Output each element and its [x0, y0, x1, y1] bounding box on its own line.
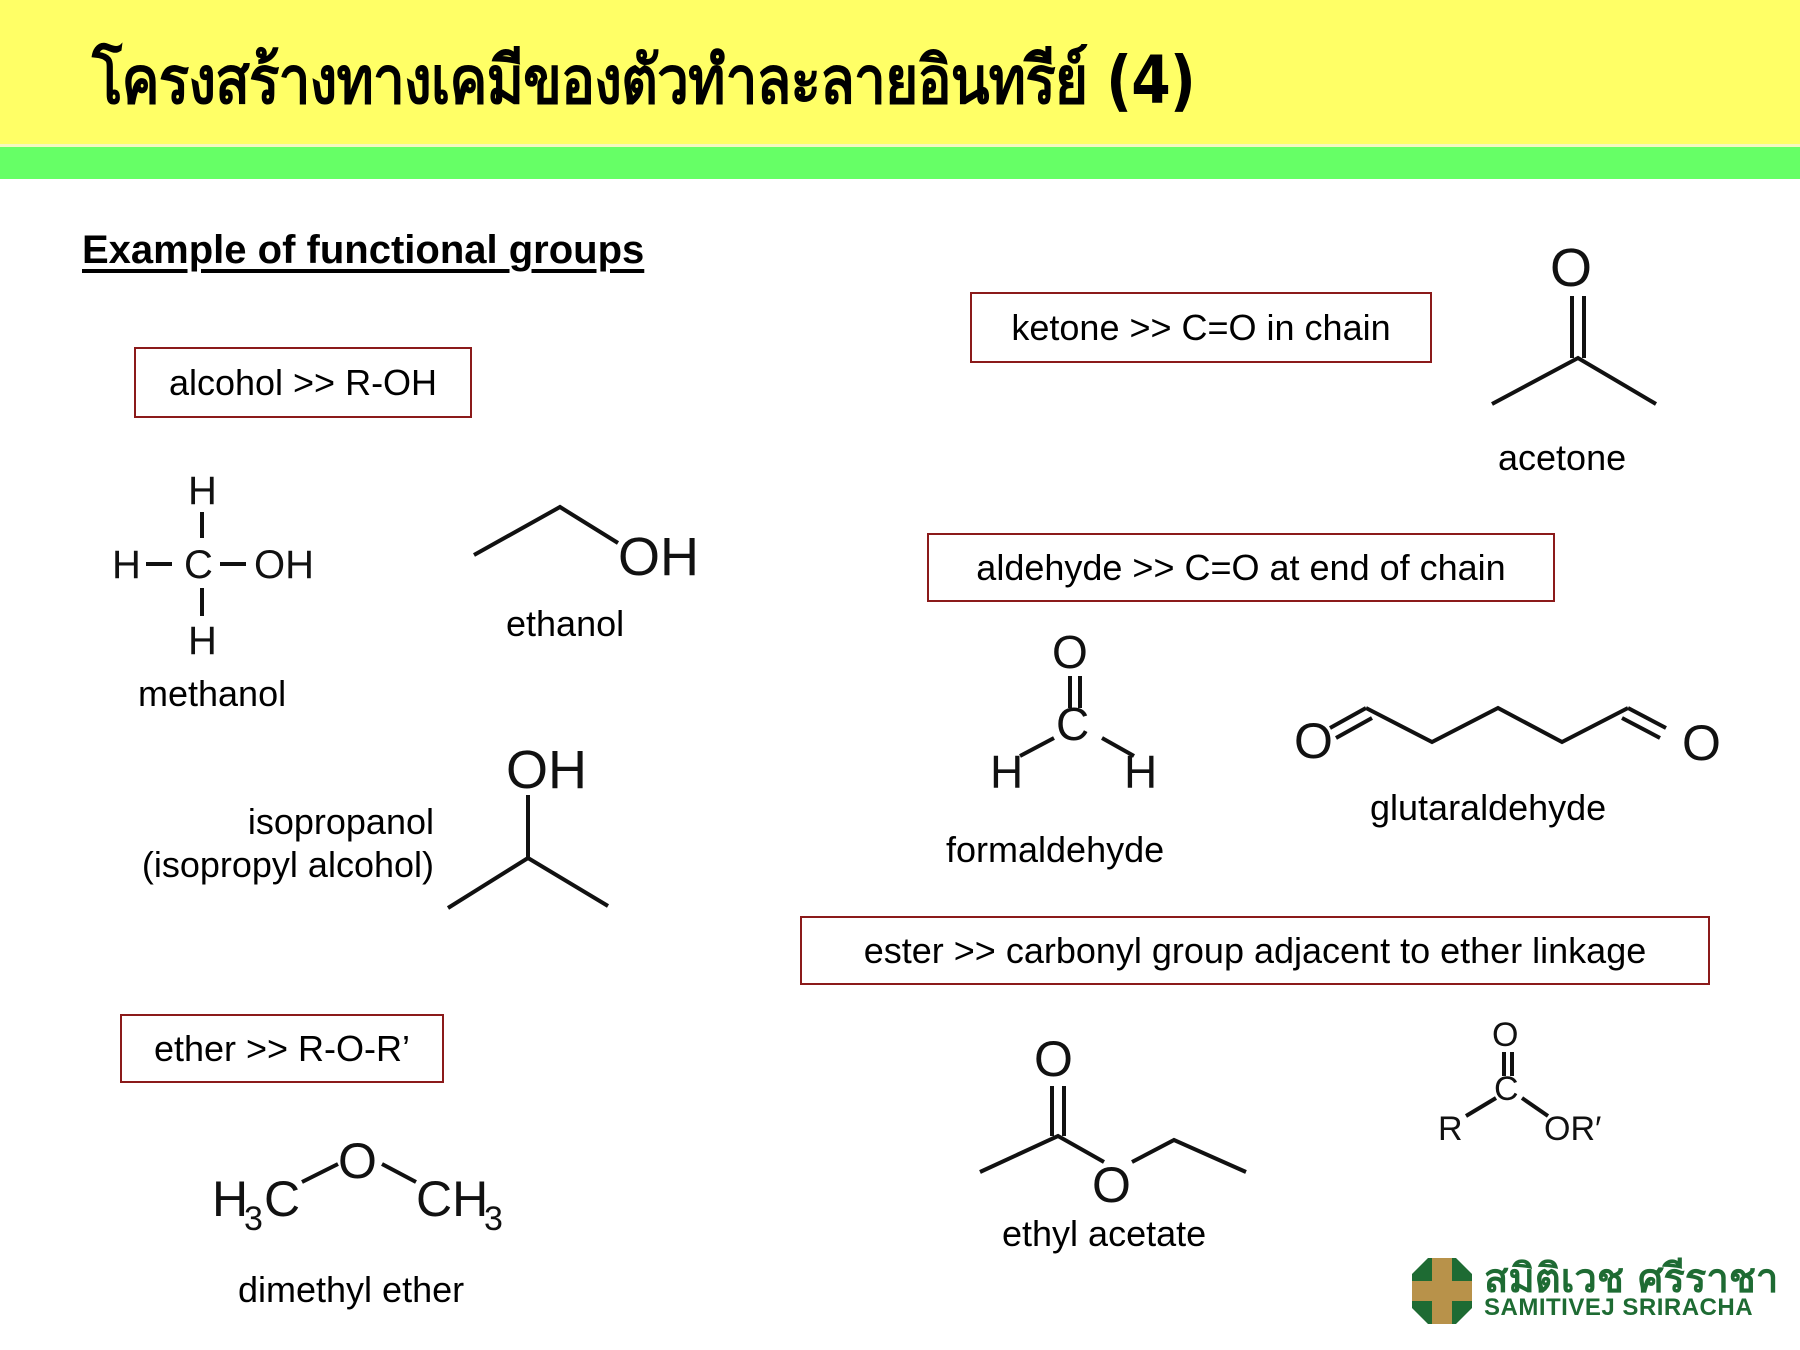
- isopropanol-name: isopropanol: [247, 801, 434, 842]
- atom-oh: OH: [254, 543, 314, 587]
- atom-o: O: [1492, 1016, 1518, 1054]
- ether-definition: ether >> R-O-R’: [153, 1027, 411, 1069]
- atom-h: H: [188, 469, 217, 513]
- logo-thai-text: สมิติเวช ศรีราชา: [1484, 1256, 1779, 1302]
- formaldehyde-structure: O C H H: [990, 626, 1157, 798]
- ester-general-structure: O C R OR′: [1438, 1016, 1601, 1148]
- atom-o: O: [1294, 713, 1333, 769]
- dimethyl-ether-label: dimethyl ether: [238, 1269, 465, 1310]
- atom-o: O: [1092, 1157, 1131, 1213]
- section-heading: Example of functional groups: [82, 228, 645, 272]
- isopropanol-alt-name: (isopropyl alcohol): [141, 844, 434, 886]
- ethyl-acetate-label: ethyl acetate: [1002, 1213, 1207, 1254]
- atom-c: C: [1056, 698, 1089, 750]
- glutaraldehyde-label: glutaraldehyde: [1370, 787, 1607, 828]
- atom-h: H: [990, 746, 1023, 798]
- atom-c: C: [264, 1171, 300, 1227]
- cross-icon: [1412, 1258, 1472, 1324]
- ethanol-structure: OH: [473, 504, 699, 587]
- atom-oh: OH: [618, 527, 699, 587]
- glutaraldehyde-structure: O O: [1294, 705, 1721, 771]
- logo-english-text: SAMITIVEJ SRIRACHA: [1484, 1294, 1754, 1321]
- ethyl-acetate-structure: O O: [979, 1031, 1247, 1213]
- slide-title: โครงสร้างทางเคมีของตัวทำละลายอินทรีย์ (4…: [92, 42, 1196, 119]
- atom-h: H: [112, 543, 141, 587]
- acetone-structure: O: [1491, 238, 1658, 406]
- subscript: 3: [244, 1200, 263, 1238]
- isopropanol-label: isopropanol (isopropyl alcohol): [110, 800, 434, 886]
- ester-definition-box: ethyl acetate ester >> carbonyl group ad…: [800, 916, 1710, 985]
- atom-or-prime: OR′: [1544, 1110, 1601, 1148]
- dimethyl-ether-structure: H 3 C O CH 3: [212, 1133, 503, 1238]
- atom-o: O: [1034, 1031, 1073, 1087]
- ketone-definition: ketone >> C=O in chain: [1011, 306, 1391, 348]
- atom-h: H: [1124, 746, 1157, 798]
- isopropanol-structure: OH: [446, 740, 610, 910]
- atom-h: H: [188, 619, 217, 663]
- atom-o: O: [1052, 626, 1088, 678]
- atom-c: C: [184, 543, 213, 587]
- title-band: [0, 0, 1800, 145]
- atom-oh: OH: [506, 740, 587, 800]
- alcohol-definition-box: alcohol >> R-OH: [134, 347, 472, 418]
- subscript: 3: [484, 1200, 503, 1238]
- ether-definition-box: ether >> R-O-R’: [120, 1014, 444, 1083]
- accent-band: [0, 147, 1800, 179]
- atom-ch: CH: [416, 1171, 488, 1227]
- samitivej-logo: สมิติเวช ศรีราชา SAMITIVEJ SRIRACHA: [1410, 1252, 1780, 1332]
- atom-o: O: [1682, 715, 1721, 771]
- alcohol-definition: alcohol >> R-OH: [168, 361, 438, 403]
- aldehyde-definition: aldehyde >> C=O at end of chain: [976, 546, 1506, 588]
- atom-h: H: [212, 1171, 248, 1227]
- atom-o: O: [1550, 238, 1592, 298]
- atom-o: O: [338, 1133, 377, 1189]
- acetone-label: acetone: [1498, 437, 1627, 478]
- atom-c: C: [1494, 1070, 1519, 1108]
- aldehyde-definition-box: aldehyde >> C=O at end of chain: [927, 533, 1555, 602]
- title-separator: [0, 144, 1800, 147]
- ester-definition-text: ester >> carbonyl group adjacent to ethe…: [863, 929, 1647, 971]
- atom-r: R: [1438, 1110, 1463, 1148]
- methanol-label: methanol: [138, 673, 287, 714]
- ethanol-label: ethanol: [506, 603, 625, 644]
- methanol-structure: H H C OH H: [112, 469, 314, 663]
- formaldehyde-label: formaldehyde: [946, 829, 1165, 870]
- ketone-definition-box: ketone >> C=O in chain: [970, 292, 1432, 363]
